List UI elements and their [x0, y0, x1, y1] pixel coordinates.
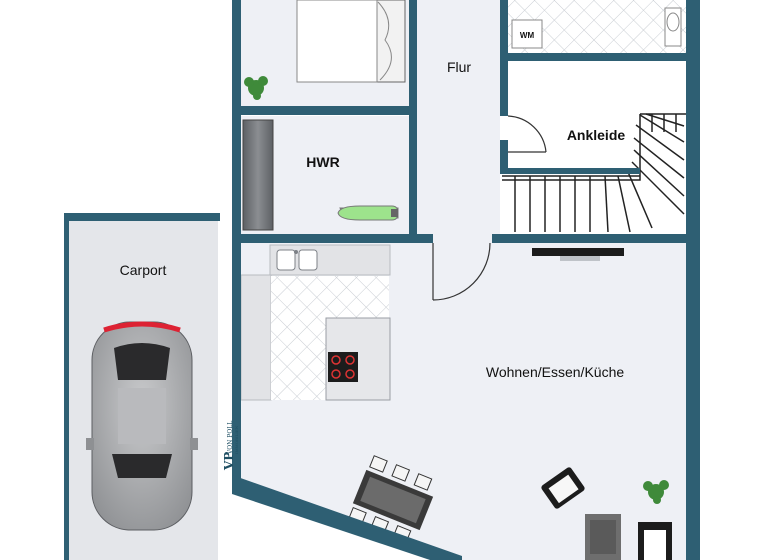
- sink-icon: [276, 249, 318, 271]
- car-icon: [86, 321, 198, 531]
- toilet-icon: [664, 7, 682, 47]
- room-label-wohnen: Wohnen/Essen/Küche: [486, 364, 624, 380]
- room-label-ankleide: Ankleide: [567, 127, 626, 143]
- plant-icon: [244, 76, 268, 100]
- kitchen: [240, 244, 391, 401]
- tv-icon: [532, 248, 624, 261]
- watermark-logo-mark: VP: [222, 452, 236, 471]
- watermark-logo-sub: IMMOBILIEN: [234, 425, 239, 454]
- kitchen-counter-side: [240, 274, 272, 401]
- washer-icon: WM: [511, 19, 543, 49]
- sofa-icon: [585, 514, 672, 560]
- watermark-logo: VP VON POLL IMMOBILIEN: [222, 421, 239, 471]
- ankleide-floor: [510, 61, 686, 169]
- armchair-icon: [541, 467, 585, 509]
- bed-icon: [296, 0, 406, 83]
- wardrobe-icon: [242, 119, 274, 231]
- room-label-flur: Flur: [447, 59, 471, 75]
- walls: [64, 0, 700, 560]
- door-swings: [432, 115, 547, 301]
- room-label-carport: Carport: [120, 262, 167, 278]
- washer-label: WM: [520, 31, 535, 40]
- room-label-hwr: HWR: [306, 154, 339, 170]
- plant-icon: [643, 480, 669, 504]
- cooktop-icon: [328, 352, 358, 382]
- ironing-board-icon: [337, 205, 399, 221]
- watermark-logo-name: VON POLL: [227, 421, 234, 455]
- staircase: [502, 113, 686, 233]
